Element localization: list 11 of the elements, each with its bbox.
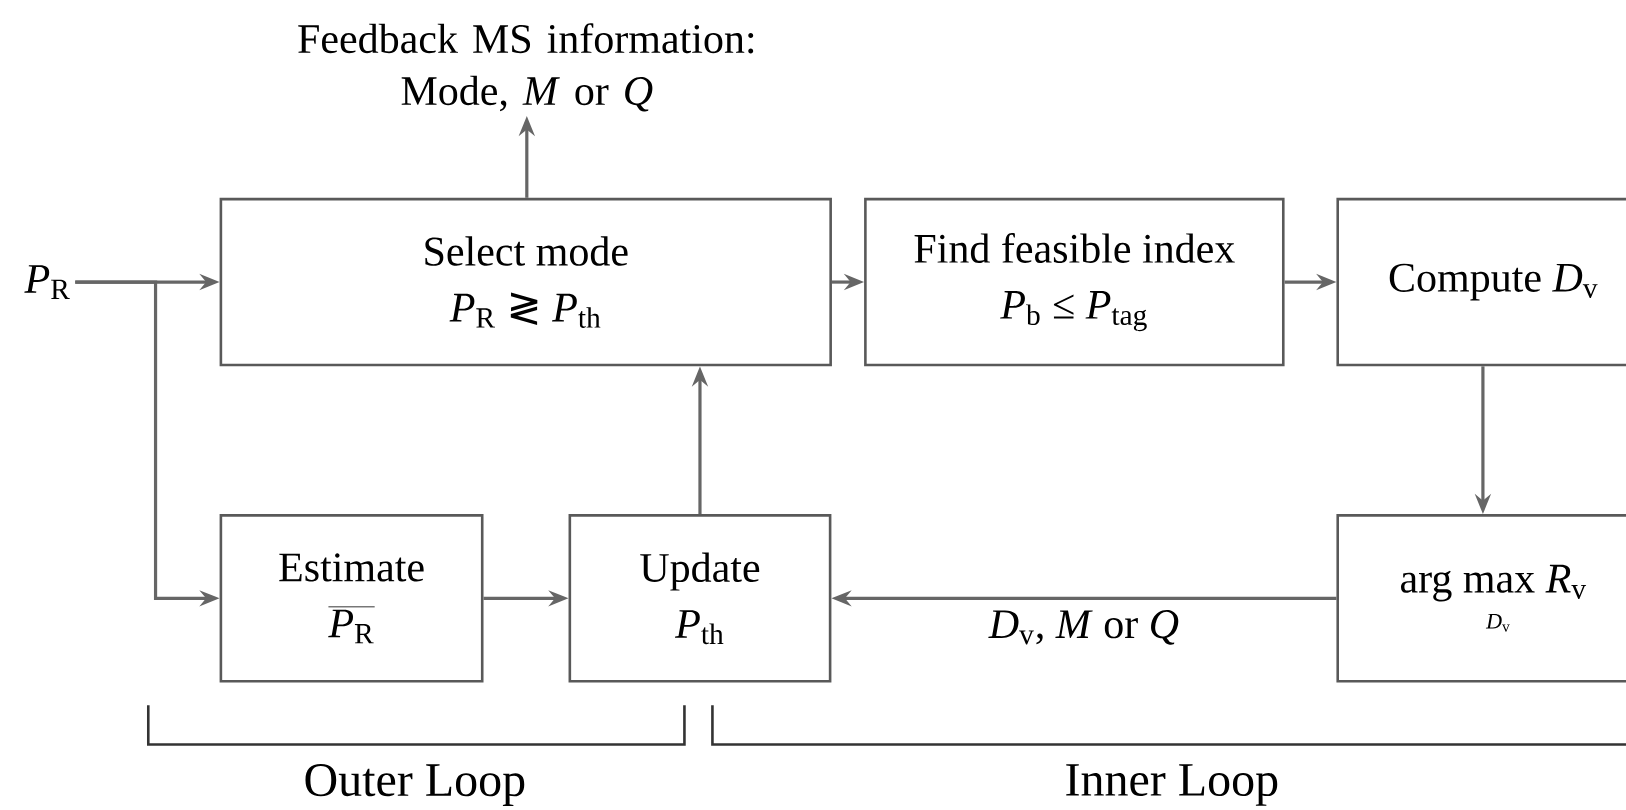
signal-label: P$_{R}$: [24, 265, 70, 299]
process-box: arg max R$_{v}$ D$_{v}$: [1336, 514, 1626, 683]
process-box: Compute D$_{v}$: [1336, 197, 1626, 367]
process-box: Select mode P$_{R}$ ≷ P$_{th}$: [219, 197, 832, 367]
loop-label: Inner Loop: [1066, 764, 1278, 806]
process-box: Find feasible index P$_{b}$ ≤ P$_{tag}$: [864, 197, 1285, 367]
edge-label: D$_{v}$, M or Q: [984, 606, 1184, 649]
loop-label: Outer Loop: [305, 764, 525, 807]
process-box: Estimate P$_{R}$: [219, 514, 484, 683]
output-label: Feedback MS information: Mode, M or Q: [298, 23, 754, 112]
process-box: Update P$_{th}$: [568, 514, 832, 683]
